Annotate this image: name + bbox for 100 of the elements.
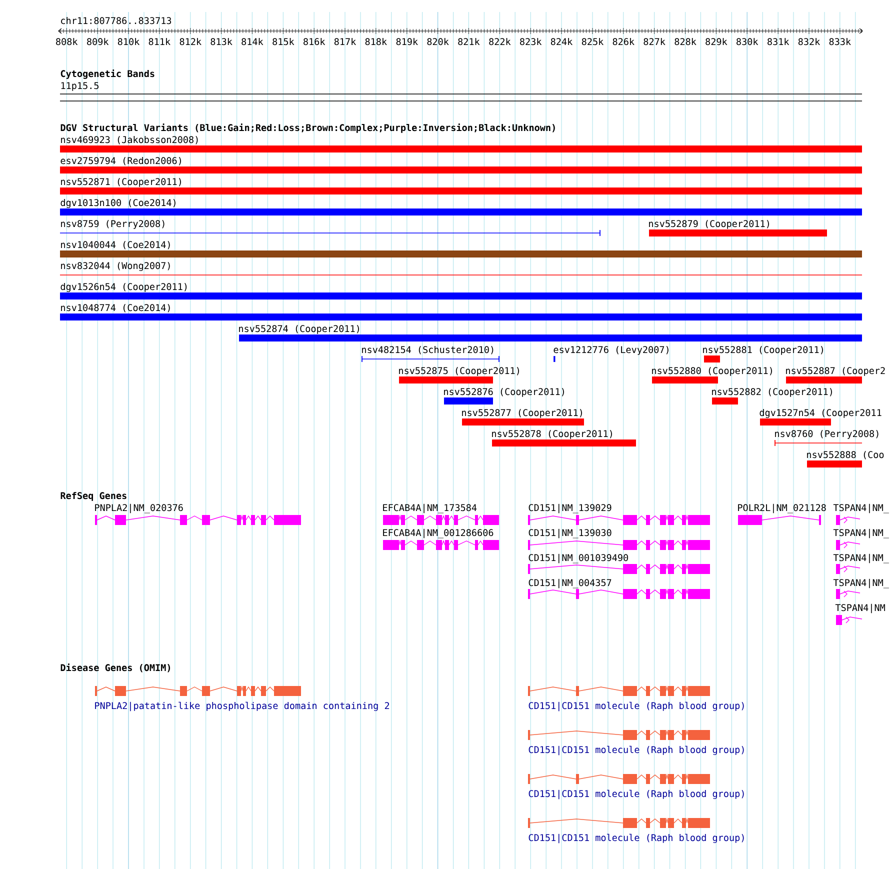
tick-label: 819k <box>396 38 418 46</box>
tick-label: 818k <box>365 38 387 46</box>
gene-model-drawing: EFCAB4A|NM_001286606 <box>383 528 499 550</box>
variant-bar: nsv552888 (Coo <box>807 450 884 468</box>
tick-label: 822k <box>489 38 511 46</box>
node-label: POLR2L|NM_021128 <box>738 504 826 514</box>
track-heading: Disease Genes (OMIM) <box>60 663 170 672</box>
variant-bar: nsv552875 (Cooper2011) <box>399 366 519 384</box>
tick-label: 827k <box>644 38 666 46</box>
variant-bar: nsv552880 (Cooper2011) <box>652 366 772 384</box>
gene-model-drawing: TSPAN4|NM <box>835 604 885 625</box>
tick-label: 830k <box>736 38 758 46</box>
track-heading: DGV Structural Variants (Blue:Gain;Red:Loss;Brown:Complex;Purple:Inversion;Black:Unknown) <box>60 123 555 133</box>
tick-label: 820k <box>427 38 449 46</box>
node-label: nsv552887 (Cooper2 <box>786 366 885 376</box>
variant-bar: nsv552881 (Cooper2011) <box>703 346 823 362</box>
tick-label: 817k <box>334 38 356 46</box>
tick-label: 832k <box>798 38 820 46</box>
gene-model-drawing: CD151|CD151 molecule (Raph blood group) <box>528 818 744 844</box>
tick-label: 809k <box>87 38 109 46</box>
node-label: dgv1527n54 (Cooper2011 <box>760 408 882 418</box>
variant-bar: nsv552887 (Cooper2 <box>786 366 885 384</box>
node-label: EFCAB4A|NM_001286606 <box>383 528 494 538</box>
variant-bar: nsv469923 (Jakobsson2008) <box>60 136 862 152</box>
gene-model-drawing: CD151|CD151 molecule (Raph blood group) <box>528 686 744 712</box>
tick-label: 825k <box>582 38 604 46</box>
variant-bar: nsv552878 (Cooper2011) <box>492 430 636 446</box>
tick-label: 808k <box>56 38 78 46</box>
gene-model-drawing: CD151|CD151 molecule (Raph blood group) <box>528 774 744 800</box>
tick-label: 826k <box>612 38 634 46</box>
tick-label: 810k <box>118 38 140 46</box>
gene-model-drawing: PNPLA2|NM_020376 <box>95 504 301 525</box>
node-label: CD151|NM_139029 <box>528 504 612 514</box>
variant-bar: nsv552879 (Cooper2011) <box>649 220 827 236</box>
node-label: CD151|CD151 molecule (Raph blood group) <box>528 790 744 800</box>
gene-model-drawing: TSPAN4|NM_ <box>833 554 889 574</box>
gene-model-drawing: TSPAN4|NM_ <box>833 528 889 550</box>
gene-model-drawing: EFCAB4A|NM_173584 <box>383 504 499 525</box>
variant-line: esv1212776 (Levy2007) <box>554 346 668 362</box>
node-label: CD151|CD151 molecule (Raph blood group) <box>528 702 744 712</box>
track-heading: RefSeq Genes <box>60 492 126 501</box>
variant-bar: dgv1013n100 (Coe2014) <box>60 198 862 216</box>
variant-bar: nsv552871 (Cooper2011) <box>60 178 862 194</box>
node-label: nsv552871 (Cooper2011) <box>61 178 181 187</box>
tick-label: 831k <box>768 38 790 46</box>
node-label: CD151|NM_139030 <box>528 528 612 538</box>
node-label: nsv1040044 (Coe2014) <box>61 240 170 250</box>
gene-model-drawing: TSPAN4|NM_ <box>833 504 889 525</box>
tick-label: 828k <box>674 38 696 46</box>
node-label: CD151|CD151 molecule (Raph blood group) <box>528 746 744 756</box>
variant-bar: nsv1040044 (Coe2014) <box>60 240 862 258</box>
variant-bar: dgv1526n54 (Cooper2011) <box>60 282 862 300</box>
node-label: PNPLA2|patatin-like phospholipase domain containing 2 <box>95 702 390 712</box>
node-label: nsv552878 (Cooper2011) <box>492 430 612 439</box>
node-label: nsv552881 (Cooper2011) <box>703 346 823 355</box>
tick-label: 813k <box>210 38 232 46</box>
tick-label: 829k <box>706 38 728 46</box>
node-label: TSPAN4|NM_ <box>833 578 889 588</box>
node-label: CD151|CD151 molecule (Raph blood group) <box>528 834 744 844</box>
node-label: nsv552874 (Cooper2011) <box>239 324 359 334</box>
node-label: nsv552876 (Cooper2011) <box>444 388 564 397</box>
node-label: CD151|NM_001039490 <box>528 554 628 564</box>
variant-bar: nsv552874 (Cooper2011) <box>239 324 862 342</box>
node-label: nsv469923 (Jakobsson2008) <box>61 136 198 144</box>
node-label: nsv1048774 (Coe2014) <box>61 304 170 312</box>
variant-bar: nsv1048774 (Coe2014) <box>60 304 862 320</box>
node-label: TSPAN4|NM_ <box>833 528 889 538</box>
node-label: nsv552882 (Cooper2011) <box>712 388 832 397</box>
gene-model-drawing: CD151|CD151 molecule (Raph blood group) <box>528 730 744 756</box>
node-label: nsv552877 (Cooper2011) <box>462 408 582 418</box>
gene-model-drawing: CD151|NM_139029 <box>528 504 710 525</box>
variant-bar: esv2759794 (Redon2006) <box>60 156 862 174</box>
gene-model-drawing: CD151|NM_139030 <box>528 528 710 550</box>
gene-model-drawing: CD151|NM_004357 <box>528 578 710 599</box>
node-label: nsv552879 (Cooper2011) <box>649 220 769 229</box>
gene-model-drawing: CD151|NM_001039490 <box>528 554 710 574</box>
node-label: esv2759794 (Redon2006) <box>60 156 181 166</box>
node-label: nsv552875 (Cooper2011) <box>399 366 519 376</box>
node-label: nsv552880 (Cooper2011) <box>652 366 772 376</box>
variant-bar: dgv1527n54 (Cooper2011 <box>760 408 882 426</box>
node-label: EFCAB4A|NM_173584 <box>383 504 477 514</box>
node-label: CD151|NM_004357 <box>528 578 612 588</box>
tick-label: 824k <box>550 38 573 46</box>
tick-label: 833k <box>829 38 851 46</box>
variant-line: nsv8759 (Perry2008) <box>60 220 600 236</box>
tick-label: 821k <box>458 38 480 46</box>
tick-label: 812k <box>180 38 202 46</box>
cytoband: 11p15.5 <box>60 82 862 102</box>
node-label: TSPAN4|NM_ <box>833 504 889 514</box>
gene-model-drawing: POLR2L|NM_021128 <box>738 504 826 525</box>
gene-model-drawing: PNPLA2|patatin-like phospholipase domain containing 2 <box>95 686 390 712</box>
gene-model-drawing: TSPAN4|NM_ <box>833 578 889 599</box>
node-label: TSPAN4|NM_ <box>833 554 889 564</box>
variant-line: nsv832044 (Wong2007) <box>60 262 862 276</box>
tick-label: 816k <box>304 38 326 46</box>
tick-label: 814k <box>242 38 264 46</box>
tick-label: 811k <box>148 38 170 46</box>
node-label: nsv552888 (Coo <box>807 450 884 460</box>
variant-line: nsv482154 (Schuster2010) <box>362 346 500 362</box>
tick-label: 823k <box>520 38 542 46</box>
